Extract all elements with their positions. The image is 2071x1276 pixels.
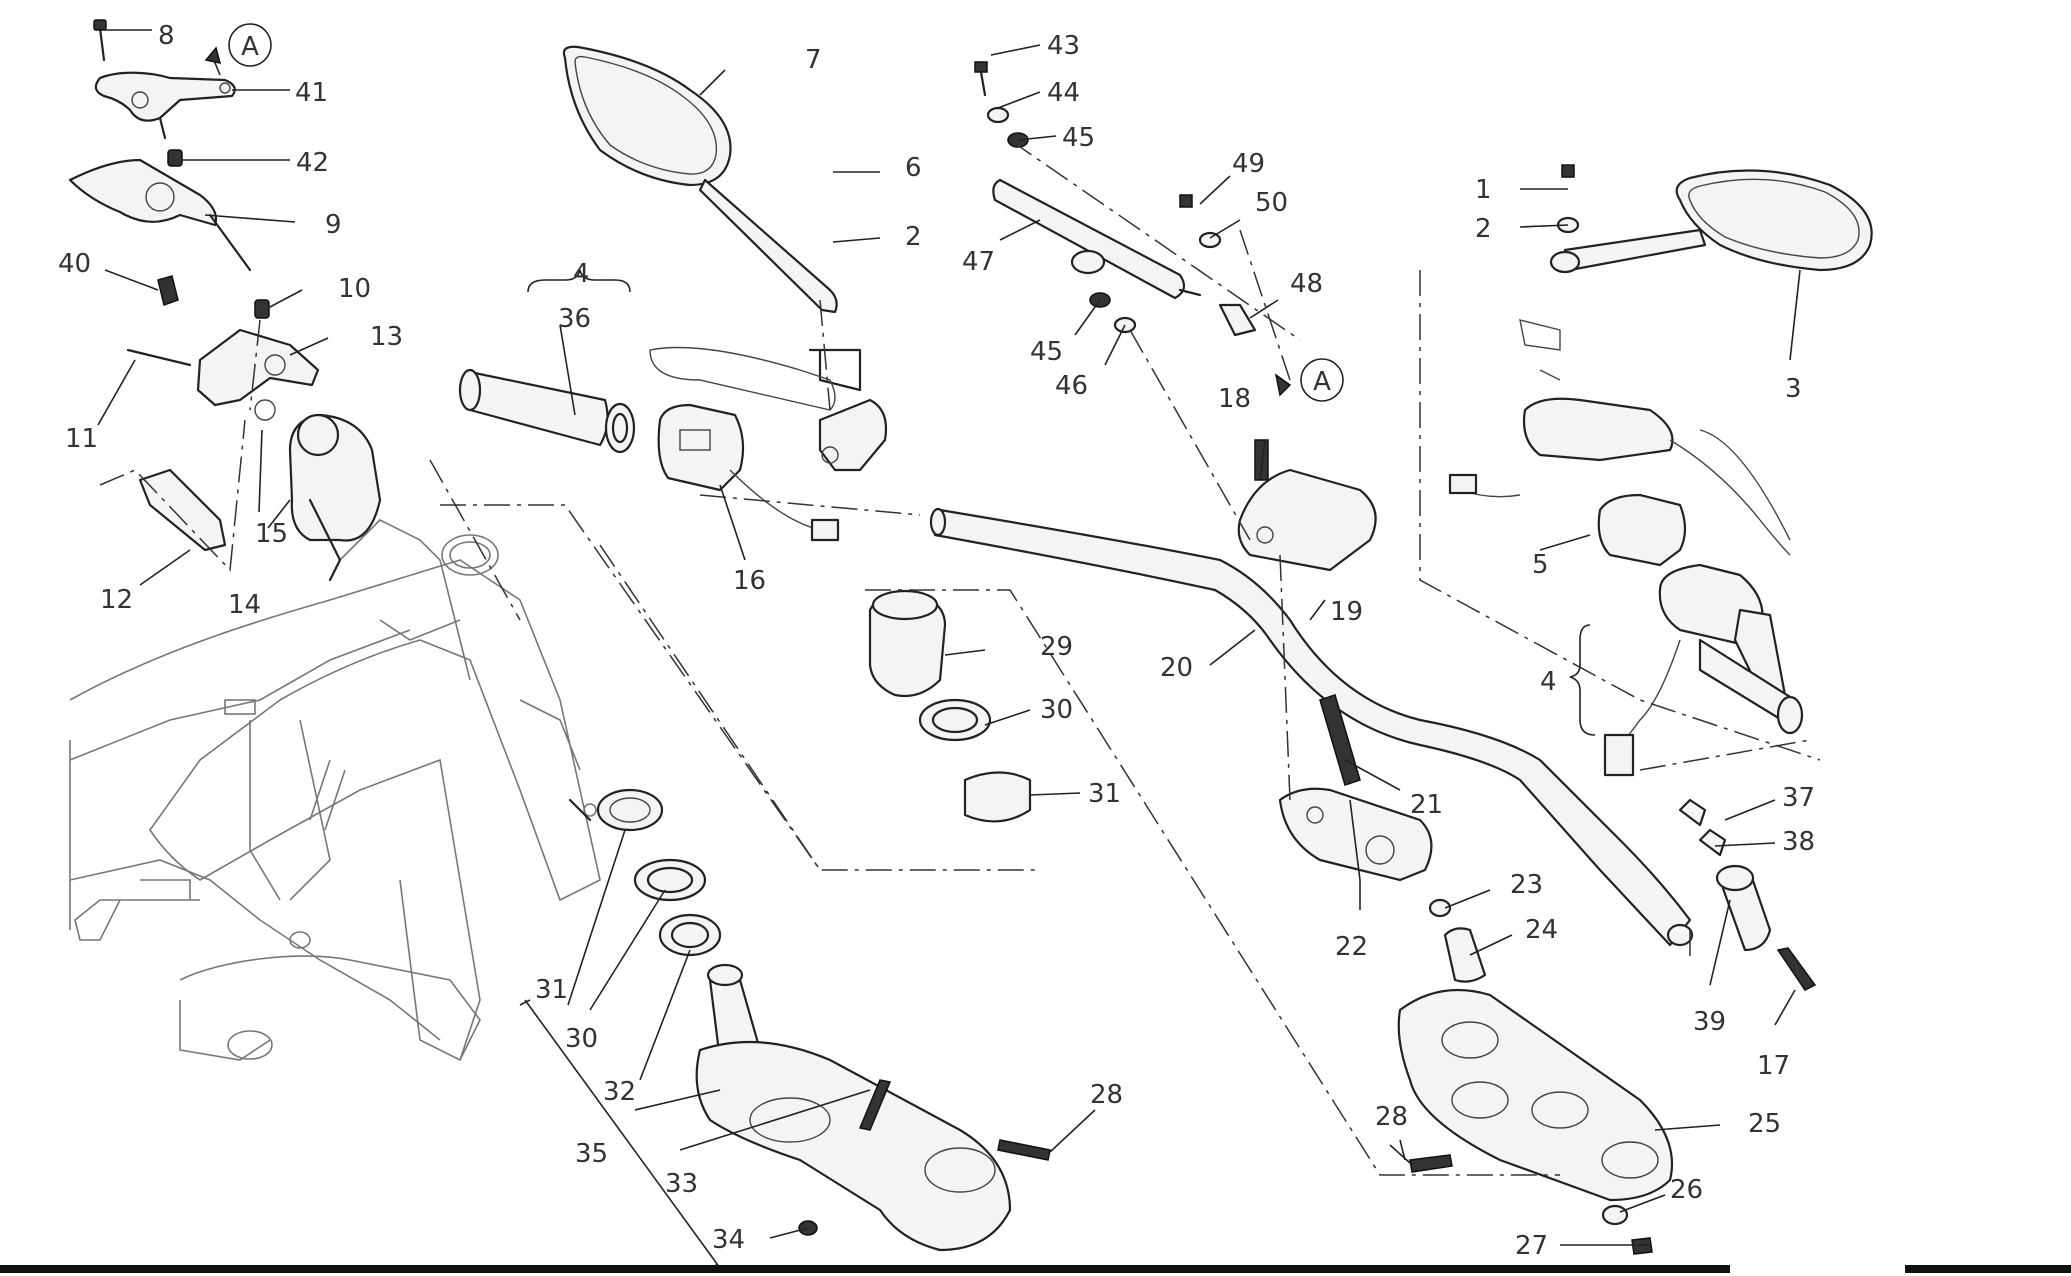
bottom-rule-right — [1905, 1265, 2071, 1273]
part-label-18: 18 — [1218, 384, 1251, 414]
part-label-5: 5 — [1532, 550, 1549, 580]
part-label-31: 31 — [1088, 779, 1121, 809]
part-label-43: 43 — [1047, 31, 1080, 61]
part-label-38: 38 — [1782, 827, 1815, 857]
part-label-44: 44 — [1047, 78, 1080, 108]
part-label-47: 47 — [962, 247, 995, 277]
part-label-48: 48 — [1290, 269, 1323, 299]
part-label-9: 9 — [325, 210, 342, 240]
part-label-1: 1 — [1475, 175, 1492, 205]
part-label-28: 28 — [1375, 1102, 1408, 1132]
part-label-14: 14 — [228, 590, 261, 620]
right-mirror — [1549, 164, 1873, 274]
part-label-3: 3 — [1785, 374, 1802, 404]
part-label-4: 4 — [1540, 667, 1557, 697]
part-label-11: 11 — [65, 424, 98, 454]
part-label-30: 30 — [565, 1024, 598, 1054]
part-label-32: 32 — [603, 1077, 636, 1107]
part-label-7: 7 — [805, 45, 822, 75]
reference-circle-a-mid — [1300, 358, 1344, 402]
part-label-17: 17 — [1757, 1051, 1790, 1081]
part-label-46: 46 — [1055, 371, 1088, 401]
motorcycle-frame — [69, 519, 601, 1062]
part-label-40: 40 — [58, 249, 91, 279]
part-label-33: 33 — [665, 1169, 698, 1199]
part-label-13: 13 — [370, 322, 403, 352]
part-label-29: 29 — [1040, 632, 1073, 662]
part-label-36: 36 — [558, 304, 591, 334]
part-label-35: 35 — [575, 1139, 608, 1169]
part-label-6: 6 — [905, 153, 922, 183]
part-label-2: 2 — [1475, 214, 1492, 244]
part-label-27: 27 — [1515, 1231, 1548, 1261]
part-label-20: 20 — [1160, 653, 1193, 683]
part-label-15: 15 — [255, 519, 288, 549]
reference-letter: A — [241, 32, 259, 62]
guide-lines — [249, 139, 1821, 1176]
part-label-21: 21 — [1410, 790, 1443, 820]
part-label-26: 26 — [1670, 1175, 1703, 1205]
part-label-4: 4 — [573, 259, 590, 289]
handlebar-clamps — [1237, 439, 1433, 882]
part-label-23: 23 — [1510, 870, 1543, 900]
part-label-2: 2 — [905, 222, 922, 252]
lower-triple-clamp — [695, 963, 1051, 1252]
steering-lock-assembly — [68, 19, 382, 582]
part-number-labels: 8 41 42 40 9 10 13 11 15 12 14 7 4 36 6 … — [58, 21, 1815, 1261]
part-label-12: 12 — [100, 585, 133, 615]
part-label-34: 34 — [712, 1225, 745, 1255]
part-label-37: 37 — [1782, 783, 1815, 813]
part-label-50: 50 — [1255, 188, 1288, 218]
part-label-49: 49 — [1232, 149, 1265, 179]
part-label-41: 41 — [295, 78, 328, 108]
part-label-42: 42 — [296, 148, 329, 178]
part-label-30: 30 — [1040, 695, 1073, 725]
part-label-31: 31 — [535, 975, 568, 1005]
left-mirror — [562, 45, 862, 392]
part-label-25: 25 — [1748, 1109, 1781, 1139]
part-label-24: 24 — [1525, 915, 1558, 945]
steering-damper — [974, 61, 1257, 337]
bottom-rule — [0, 1265, 1730, 1273]
right-grip-and-controls — [1448, 319, 1817, 991]
part-label-39: 39 — [1693, 1007, 1726, 1037]
part-label-16: 16 — [733, 566, 766, 596]
reference-circle-a-top — [228, 23, 272, 67]
upper-triple-clamp — [1397, 898, 1674, 1255]
steering-stem-bearings — [568, 589, 1032, 957]
part-label-8: 8 — [158, 21, 175, 51]
part-label-28: 28 — [1090, 1080, 1123, 1110]
part-label-45: 45 — [1062, 123, 1095, 153]
reference-letter: A — [1313, 367, 1331, 397]
leader-lines — [97, 29, 1801, 1269]
part-label-22: 22 — [1335, 932, 1368, 962]
left-grip-and-controls — [458, 346, 888, 542]
part-label-19: 19 — [1330, 597, 1363, 627]
part-label-45: 45 — [1030, 337, 1063, 367]
part-label-10: 10 — [338, 274, 371, 304]
handlebar — [929, 507, 1694, 947]
